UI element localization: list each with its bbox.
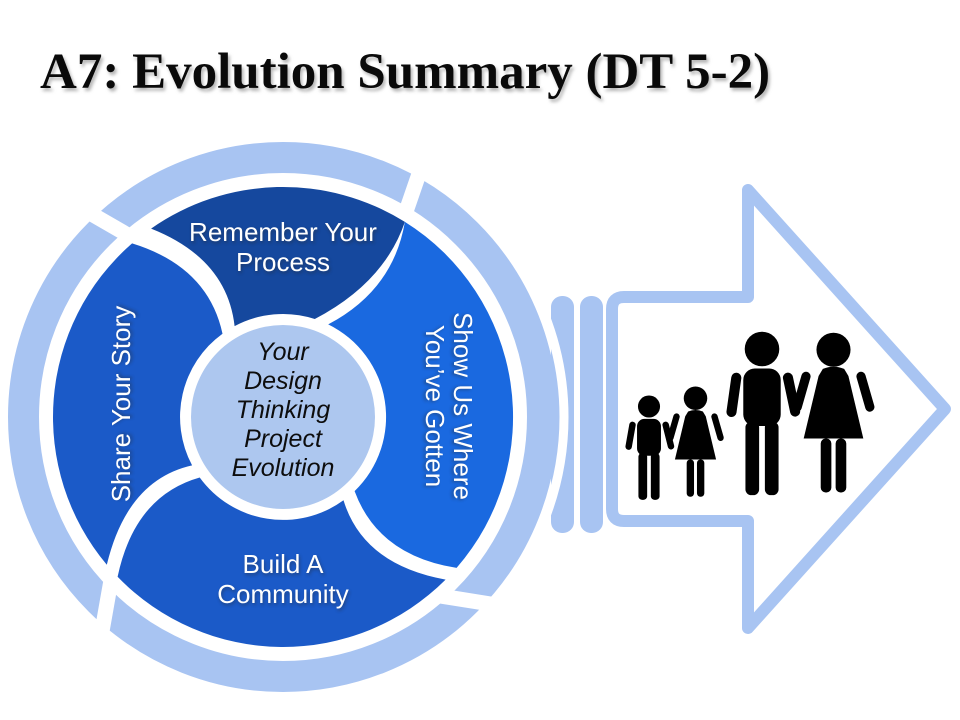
label-remember-your-line2: Process	[236, 247, 330, 277]
slide-title: A7: Evolution Summary (DT 5-2)	[40, 44, 770, 100]
ring-gap-top-right	[397, 166, 428, 219]
label-build-a-line1: Build A	[243, 549, 325, 579]
woman-icon	[792, 332, 875, 493]
ring-gap-bottom-right	[437, 588, 495, 612]
center-line4: Project	[244, 425, 323, 453]
ring-gap-top-left	[84, 205, 136, 244]
segment-share-your-story	[53, 243, 223, 565]
center-line1: Your	[257, 338, 310, 366]
label-remember-your-line1: Remember Your	[189, 217, 377, 247]
center-line3: Thinking	[236, 396, 331, 424]
segment-remember-your-process	[151, 186, 405, 327]
label-show-us-where-group: Show Us Where You’ve Gotten	[420, 312, 478, 500]
girl-icon	[667, 386, 724, 497]
forward-arrow	[580, 184, 951, 634]
center-line5: Evolution	[232, 454, 335, 482]
label-share-your-story: Share Your Story	[106, 306, 136, 503]
segment-build-a-community	[117, 477, 446, 647]
center-line2: Design	[244, 367, 322, 395]
label-show-us-line2: You’ve Gotten	[420, 325, 450, 487]
ring-gap-bottom-left	[94, 577, 119, 636]
center-circle	[191, 325, 375, 509]
cycle-diagram: Remember Your Process Share Your Story S…	[0, 131, 574, 703]
segment-show-us-where	[328, 221, 514, 568]
label-show-us-line1: Show Us Where	[448, 312, 478, 500]
ring-outer-gap	[0, 131, 569, 703]
man-icon	[726, 331, 801, 496]
arrow-stripe-2	[580, 296, 603, 533]
family-figures	[625, 331, 875, 500]
boy-icon	[625, 395, 675, 500]
label-build-a-line2: Community	[217, 579, 348, 609]
outer-ring	[8, 142, 558, 692]
